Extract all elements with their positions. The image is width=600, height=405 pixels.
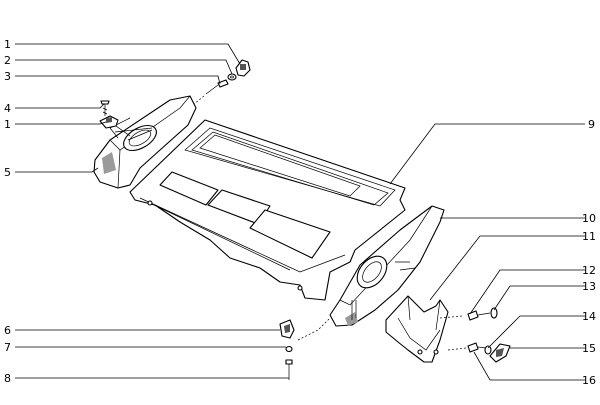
leader-lines <box>15 43 585 381</box>
assembly-line-left <box>297 317 331 341</box>
clip-15 <box>489 343 511 363</box>
callout-c1b: 1 <box>4 118 11 131</box>
assembly-line-right <box>447 347 467 351</box>
screw-16 <box>467 342 487 353</box>
callout-c14: 14 <box>582 310 596 323</box>
bolt-4 <box>100 100 110 116</box>
washer-13 <box>490 307 498 319</box>
screw-8 <box>285 359 293 380</box>
bracket-11 <box>385 295 449 363</box>
grommet-6 <box>279 319 295 339</box>
callout-c1a: 1 <box>4 38 11 51</box>
callout-c12: 12 <box>582 264 596 277</box>
parcel-shelf <box>129 119 406 301</box>
callout-c5: 5 <box>4 166 11 179</box>
callout-c8: 8 <box>4 372 11 385</box>
callout-c4: 4 <box>4 102 11 115</box>
callout-c6: 6 <box>4 324 11 337</box>
right-speaker-housing <box>329 205 445 327</box>
callout-c3: 3 <box>4 70 11 83</box>
callout-c15: 15 <box>582 342 596 355</box>
washer-7 <box>285 345 293 353</box>
nut-14 <box>484 345 492 355</box>
screw-3 <box>193 79 229 105</box>
callout-c9: 9 <box>588 118 595 131</box>
callout-c11: 11 <box>582 230 596 243</box>
callout-c16: 16 <box>582 374 596 387</box>
left-speaker-housing <box>93 95 197 189</box>
clip-1-lower <box>99 115 131 139</box>
callout-c2: 2 <box>4 54 11 67</box>
callout-c7: 7 <box>4 341 11 354</box>
callout-c13: 13 <box>582 280 596 293</box>
washer-2 <box>227 73 237 81</box>
callout-c10: 10 <box>582 212 596 225</box>
clip-1-upper <box>235 59 251 77</box>
